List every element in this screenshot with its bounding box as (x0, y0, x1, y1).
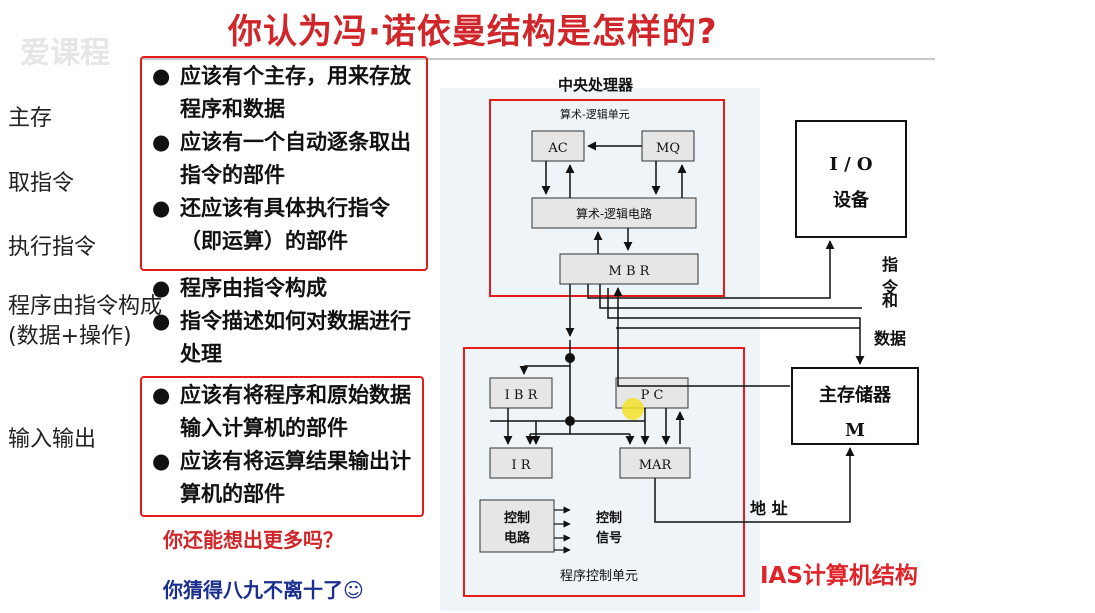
label-alu-unit: 算术-逻辑单元 (560, 107, 630, 121)
label-ir: I R (511, 458, 531, 473)
watermark-logo: 爱课程 (20, 36, 110, 71)
ir-register (489, 447, 553, 479)
alu-unit-box (489, 99, 725, 297)
side-label-memory: 主存 (8, 106, 53, 131)
highlight-box-cpu-memory (140, 56, 428, 271)
control-circuit (479, 499, 555, 553)
label-cpu: 中央处理器 (558, 76, 634, 94)
side-label-fetch: 取指令 (8, 171, 75, 196)
label-instr-data: 数据 (874, 329, 906, 348)
label-instr-and: 和 (882, 291, 898, 310)
bullet-item: ●程序由指令构成 (152, 276, 327, 300)
cursor-highlight (622, 398, 644, 420)
label-mbr: M B R (609, 264, 651, 279)
alu-circuit (531, 197, 697, 229)
bullet-item: ●应该有将运算结果输出计算机的部件 (152, 449, 411, 506)
mar-register (619, 447, 691, 479)
bullet-item: ●应该有个主存，用来存放程序和数据 (152, 64, 411, 121)
bullet-item: ●指令描述如何对数据进行处理 (152, 309, 411, 366)
label-ac: AC (547, 141, 567, 156)
label-memory-m: M (845, 420, 865, 441)
bullet-item: ●还应该有具体执行指令（即运算）的部件 (152, 196, 390, 253)
bullet-list-core: ●应该有个主存，用来存放程序和数据 ●应该有一个自动逐条取出指令的部件 ●还应该… (150, 60, 420, 258)
question-more: 你还能想出更多吗？ (163, 528, 343, 552)
page-title: 你认为冯·诺依曼结构是怎样的? (228, 12, 718, 52)
label-alu-circuit: 算术-逻辑电路 (576, 206, 652, 221)
question-guess: 你猜得八九不离十了☺ (163, 578, 364, 602)
ibr-register (489, 377, 553, 409)
highlight-box-io (140, 376, 424, 517)
label-mar: MAR (639, 458, 673, 473)
ac-register (531, 130, 585, 162)
label-control-signal-1: 控制 (596, 510, 622, 526)
mq-register (641, 130, 695, 162)
diagram-caption: IAS计算机结构 (760, 563, 918, 589)
io-device (795, 120, 907, 238)
mbr-register (559, 253, 699, 285)
main-memory (791, 367, 919, 445)
bullet-item: ●应该有一个自动逐条取出指令的部件 (152, 130, 411, 187)
bullet-item: ●应该有将程序和原始数据输入计算机的部件 (152, 383, 411, 440)
ias-architecture-diagram: 中央处理器 算术-逻辑单元 AC MQ 算术-逻辑电路 M B R I B R … (440, 76, 919, 611)
label-control-signal-2: 信号 (596, 530, 622, 546)
label-instr-2: 令 (881, 278, 899, 297)
label-mq: MQ (656, 141, 680, 156)
bullet-list-io: ●应该有将程序和原始数据输入计算机的部件 ●应该有将运算结果输出计算机的部件 (150, 379, 420, 511)
side-label-io: 输入输出 (8, 427, 97, 452)
label-control-circuit-1: 控制 (504, 510, 530, 526)
label-control-circuit-2: 电路 (504, 530, 531, 546)
label-pc: P C (641, 388, 664, 403)
label-io-device: 设备 (833, 189, 870, 211)
label-program-control-unit: 程序控制单元 (560, 569, 638, 584)
title-divider (140, 58, 935, 60)
side-label-program-detail: (数据+操作) (8, 324, 132, 349)
bullet-list-program: ●程序由指令构成 ●指令描述如何对数据进行处理 (150, 272, 420, 371)
label-instr-1: 指 (882, 255, 898, 274)
side-label-execute: 执行指令 (8, 235, 97, 260)
label-ibr: I B R (505, 388, 539, 403)
program-control-box (463, 347, 745, 597)
side-label-program: 程序由指令构成 (8, 294, 163, 319)
label-address: 地 址 (750, 499, 788, 518)
label-memory: 主存储器 (819, 384, 892, 406)
label-io: I / O (829, 154, 872, 175)
